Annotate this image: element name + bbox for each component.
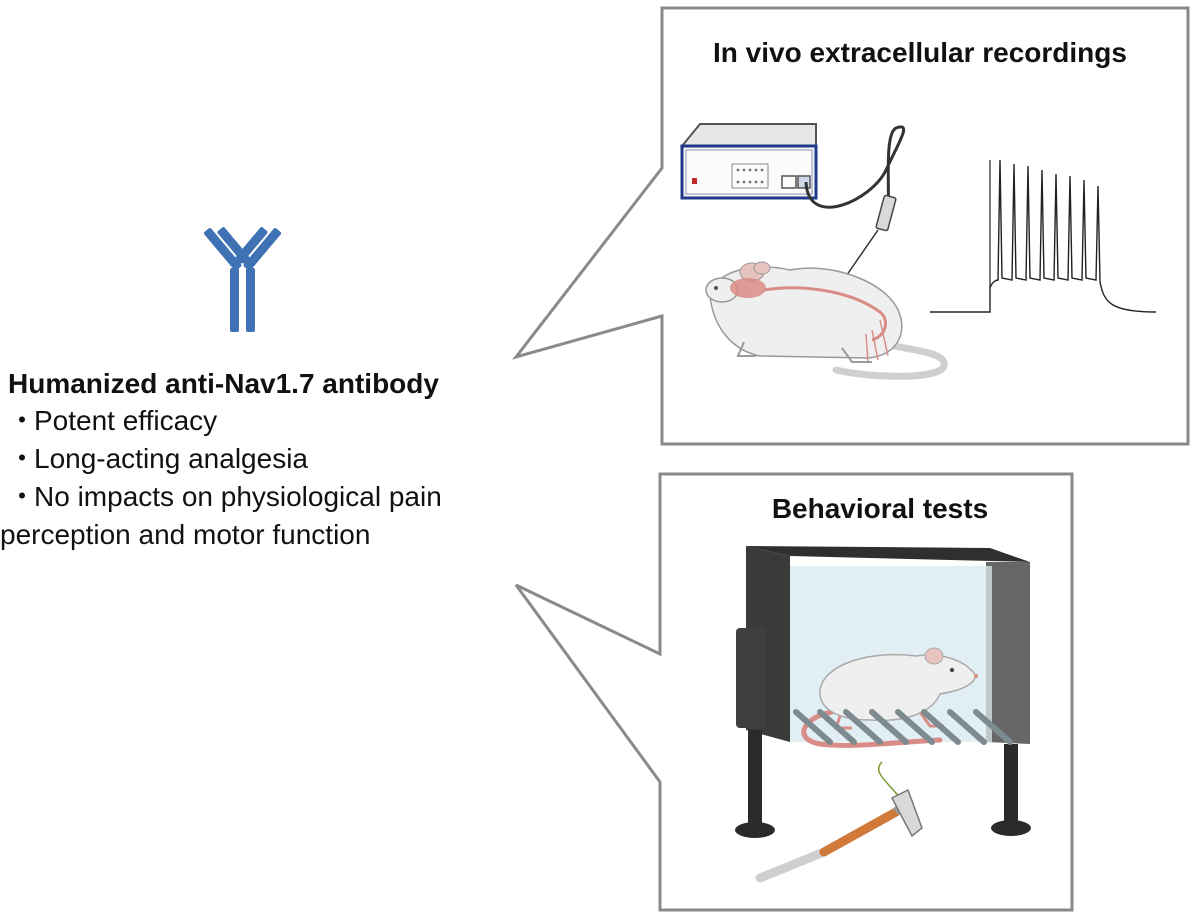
recording-device-icon (679, 123, 818, 200)
electrode-cable (804, 125, 906, 213)
anesthetized-rat-icon (705, 261, 948, 380)
bullet-analgesia: ・Long-acting analgesia (8, 440, 548, 478)
recording-panel-title: In vivo extracellular recordings (713, 37, 1127, 68)
antibody-y-icon (203, 227, 282, 332)
grid-floor (793, 709, 1013, 745)
spike-train-trace (930, 159, 1157, 313)
bullet-text: Potent efficacy (34, 405, 218, 436)
bullet-dot: ・ (8, 481, 37, 512)
recording-callout-panel (512, 6, 1190, 446)
behavior-panel-title: Behavioral tests (772, 493, 988, 524)
antibody-summary: Humanized anti-Nav1.7 antibody ・Potent e… (0, 366, 548, 554)
bullet-text: Long-acting analgesia (34, 443, 308, 474)
bullet-dot: ・ (8, 405, 37, 436)
antibody-name: Humanized anti-Nav1.7 antibody (8, 368, 439, 399)
bullet-dot: ・ (8, 443, 37, 474)
reflex-hammer-icon (755, 761, 923, 883)
bullet-no-impacts: ・No impacts on physiological pain (8, 478, 548, 516)
bullet-efficacy: ・Potent efficacy (8, 402, 548, 440)
bullet-text: No impacts on physiological pain (34, 481, 442, 512)
bullet-continuation: perception and motor function (0, 519, 371, 550)
